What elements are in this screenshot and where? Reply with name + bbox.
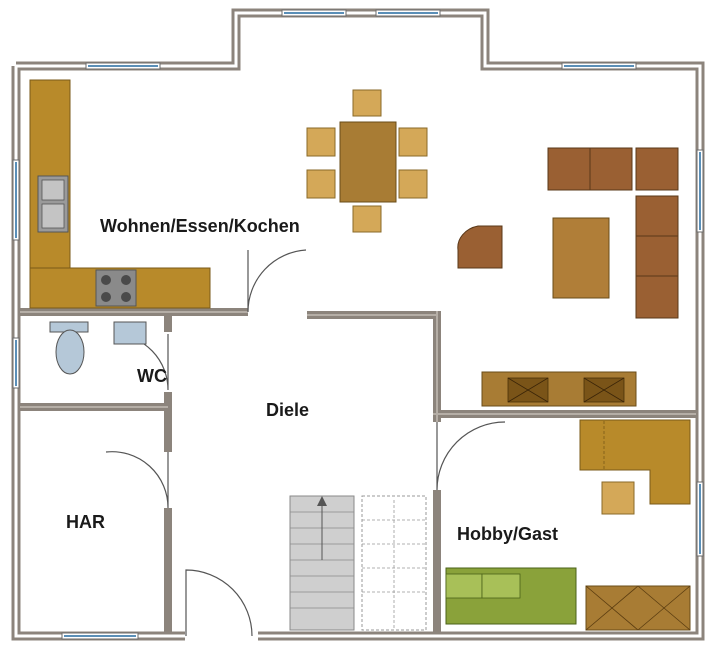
door-utility [105,451,169,509]
dining-table [339,121,397,203]
window-glass [15,12,701,637]
hobby-furniture [445,419,691,631]
wardrobe [585,585,691,631]
room-label-wc: WC [137,366,167,386]
coffee-table [552,217,610,299]
door-living [247,249,307,313]
room-label-utility: HAR [66,512,105,532]
living-furniture [457,147,679,407]
kitchen [29,79,211,309]
door-hobby [436,421,506,491]
door-entrance [185,569,253,637]
doors [105,249,506,637]
stove [95,269,137,307]
room-label-living: Wohnen/Essen/Kochen [100,216,300,236]
dining [306,89,428,233]
interior-walls [20,308,696,632]
armchair [457,225,503,269]
desk [579,419,691,505]
room-label-hall: Diele [266,400,309,420]
wc-basin [113,321,147,345]
stairs [289,495,427,631]
room-label-hobby: Hobby/Gast [457,524,558,544]
wc-fixtures [49,321,147,375]
desk-chair [601,481,635,515]
interior-walls-highlight [20,311,696,422]
